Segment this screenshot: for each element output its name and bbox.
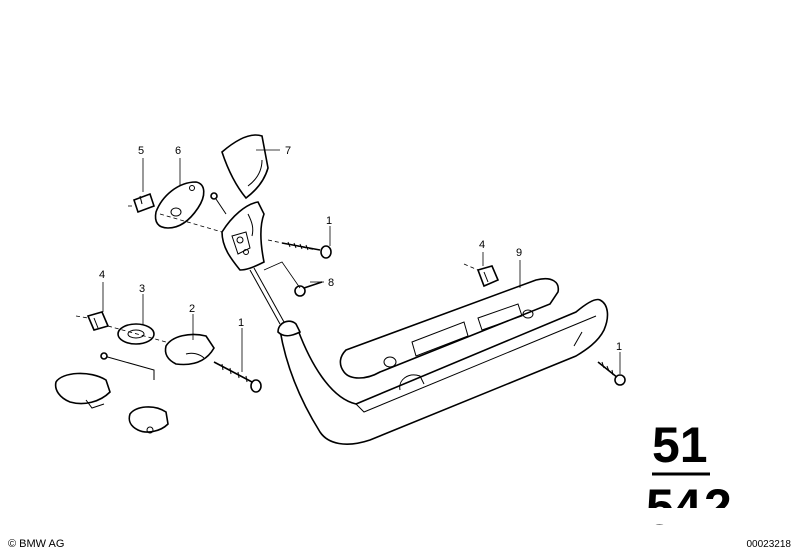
group-number-top: 51 [652, 417, 708, 473]
callout-4-left: 4 [99, 269, 105, 281]
hinge-bracket[interactable] [221, 201, 265, 271]
document-number: 00023218 [746, 539, 792, 550]
part-4-clip-left[interactable] [86, 311, 110, 331]
part-1-screw-lower[interactable] [213, 361, 262, 393]
group-number-bottom-suffix: 2 [704, 479, 732, 535]
group-number-bottom: 54 [646, 479, 702, 535]
copyright-text: © BMW AG [8, 538, 65, 550]
part-6-bracket[interactable] [154, 181, 205, 229]
callout-1-right: 1 [616, 341, 622, 353]
part-9-armrest-base[interactable] [339, 277, 560, 379]
armrest-pad[interactable] [277, 298, 609, 445]
part-7-cover[interactable] [221, 134, 269, 200]
callout-1-upper: 1 [326, 215, 332, 227]
callout-8: 8 [328, 277, 334, 289]
hinge-clip-lower[interactable] [128, 406, 169, 434]
part-4-clip-right[interactable] [476, 265, 500, 288]
part-5-clip[interactable] [132, 192, 156, 214]
callout-2: 2 [189, 303, 195, 315]
small-screw[interactable] [210, 192, 227, 215]
part-1-screw-upper[interactable] [281, 241, 332, 259]
callout-9: 9 [516, 247, 522, 259]
callout-7: 7 [285, 145, 291, 157]
hinge-cover-left[interactable] [54, 372, 111, 409]
callout-1-lower: 1 [238, 317, 244, 329]
part-1-screw-right[interactable] [597, 361, 626, 386]
group-number-mask [640, 508, 740, 524]
callout-3: 3 [139, 283, 145, 295]
part-8-screw[interactable] [294, 281, 323, 297]
callout-5: 5 [138, 145, 144, 157]
callout-4-right: 4 [479, 239, 485, 251]
callout-6: 6 [175, 145, 181, 157]
part-2-block[interactable] [164, 333, 215, 366]
